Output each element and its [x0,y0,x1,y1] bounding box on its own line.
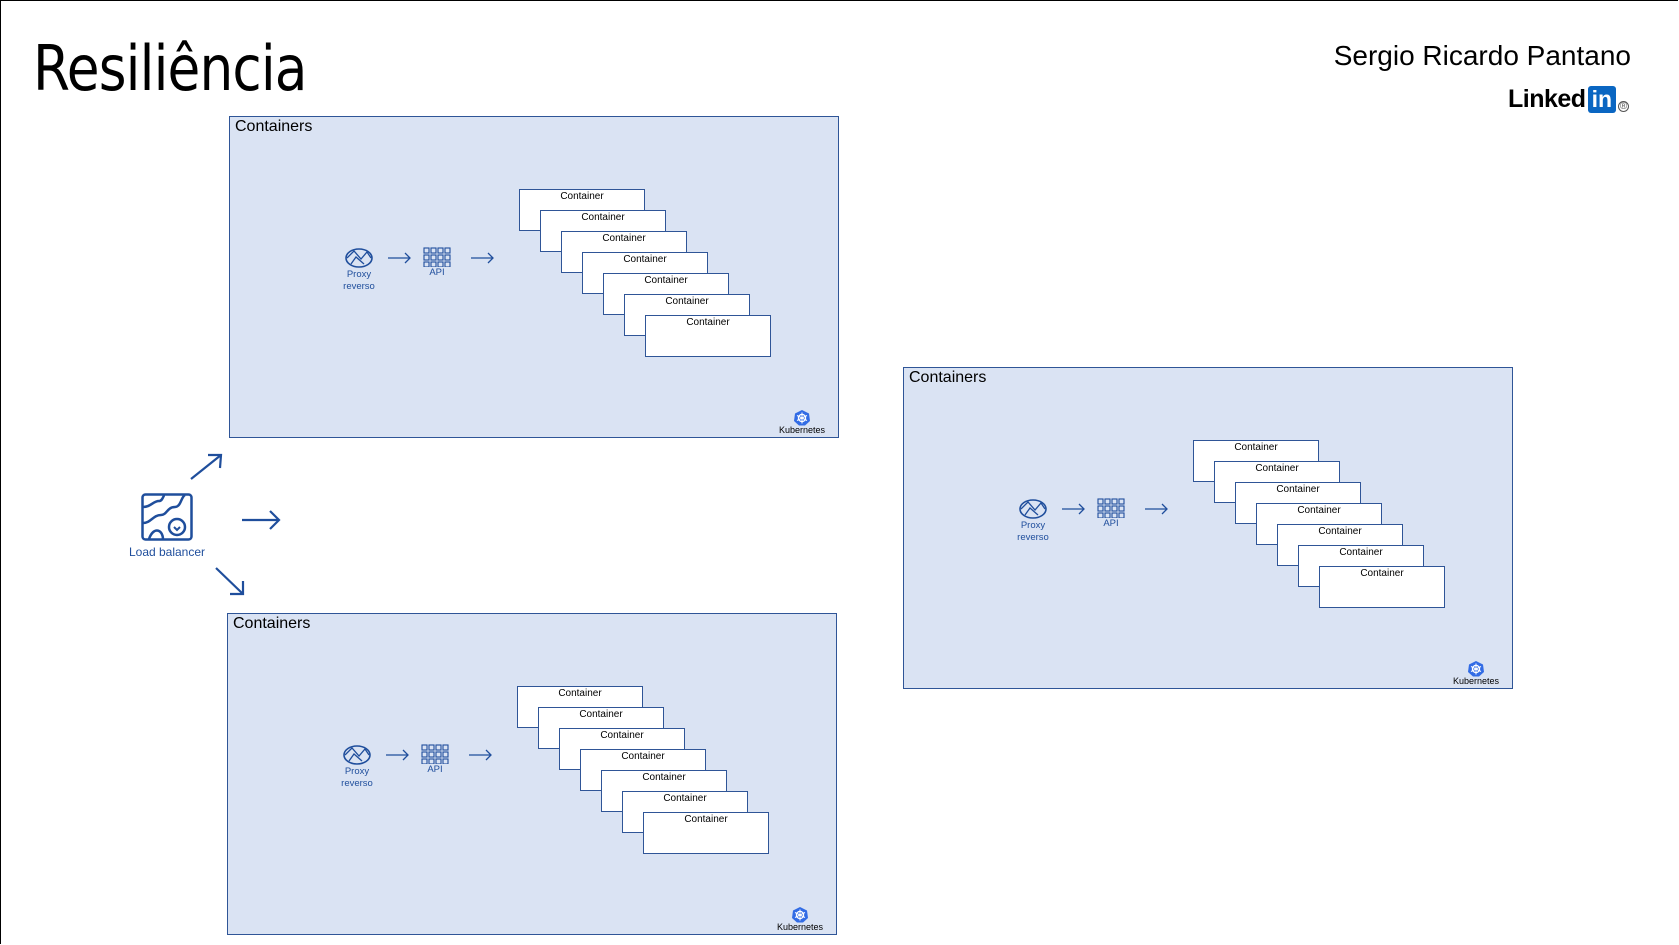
kubernetes-icon [794,410,810,426]
kubernetes-label: Kubernetes [778,425,826,435]
api-node: API [418,744,452,776]
arrow-right-icon [388,252,411,264]
slide-title: Resiliência [33,32,307,105]
globe-icon [1019,499,1047,519]
registered-mark-icon: ® [1618,100,1630,112]
proxy-label-line1: Proxy [1020,520,1046,531]
author-name: Sergio Ricardo Pantano [1333,40,1631,71]
kubernetes-badge: Kubernetes [772,409,832,435]
grid-icon [421,744,449,764]
arrow-right-icon [471,252,494,264]
load-balancer-icon [141,493,193,541]
proxy-label-line1: Proxy [346,269,372,280]
arrow-right-icon [386,749,409,761]
proxy-label-line2: reverso [343,281,375,292]
kubernetes-badge: Kubernetes [1446,660,1506,686]
cluster-title: Containers [233,615,311,632]
arrow-right-icon [242,510,281,530]
kubernetes-icon [1468,661,1484,677]
grid-icon [1097,498,1125,518]
load-balancer: Load balancer [125,493,209,559]
kubernetes-label: Kubernetes [1452,676,1500,686]
kubernetes-icon [792,907,808,923]
container-box: Container [1319,566,1445,608]
kubernetes-badge: Kubernetes [770,906,830,932]
api-node: API [1094,498,1128,530]
cluster-title: Containers [235,118,313,135]
arrow-right-icon [1145,503,1168,515]
arrow-down-right-icon [215,567,245,596]
api-label: API [429,267,445,278]
globe-icon [343,745,371,765]
proxy-label-line1: Proxy [344,766,370,777]
proxy-label-line2: reverso [1017,532,1049,543]
api-label: API [1103,518,1119,529]
container-box: Container [645,315,771,357]
load-balancer-label: Load balancer [128,545,206,559]
cluster-title: Containers [909,369,987,386]
linkedin-logo: Linked in ® [1508,84,1630,114]
proxy-label-line2: reverso [341,778,373,789]
globe-icon [345,248,373,268]
grid-icon [423,247,451,267]
arrow-up-right-icon [190,453,223,480]
container-box: Container [643,812,769,854]
arrow-right-icon [469,749,492,761]
kubernetes-label: Kubernetes [776,922,824,932]
arrow-right-icon [1062,503,1085,515]
api-label: API [427,764,443,775]
api-node: API [420,247,454,279]
linkedin-wordmark: Linked [1508,84,1586,113]
linkedin-badge: in [1587,85,1617,113]
